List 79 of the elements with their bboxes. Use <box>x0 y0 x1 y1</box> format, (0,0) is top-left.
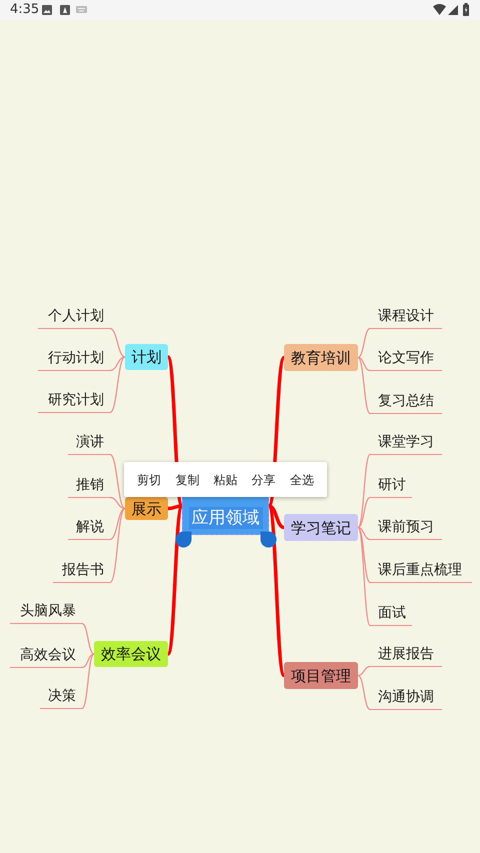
underlined-subtopic <box>68 518 110 540</box>
subtopic-text: 个人计划 <box>48 308 104 324</box>
subtopic-text: 决策 <box>48 688 76 704</box>
menu-button: 粘贴 <box>212 472 238 488</box>
topic-text: 计划 <box>132 348 162 366</box>
underlined-subtopic <box>370 561 472 583</box>
topic-text: 项目管理 <box>291 666 351 684</box>
subtopic-text: 进展报告 <box>378 646 434 662</box>
subtopic-connector <box>357 526 371 540</box>
underlined-subtopic <box>370 433 442 455</box>
underlined-subtopic <box>370 688 442 710</box>
subtopic-text: 头脑风暴 <box>20 603 76 619</box>
underlined-subtopic <box>38 307 110 329</box>
subtopic-text: 课程设计 <box>378 308 434 324</box>
menu-button: 复制 <box>174 472 200 488</box>
topic-box <box>284 514 358 541</box>
central-topic-text: 应用领域 <box>188 507 262 529</box>
subtopic-text: 面试 <box>378 605 406 621</box>
subtopic-text: 论文写作 <box>378 350 434 366</box>
underlined-subtopic <box>38 349 110 371</box>
subtopic-connector <box>357 454 371 528</box>
underlined-subtopic <box>10 646 82 668</box>
subtopic-connector <box>357 496 371 528</box>
subtopic-text: 课后重点梳理 <box>378 562 462 578</box>
subtopic-text: 研究计划 <box>48 392 104 408</box>
subtopic-connector <box>109 356 126 414</box>
subtopic-text: 复习总结 <box>378 393 434 409</box>
subtopic-connector <box>109 356 126 372</box>
subtopic-connector <box>357 674 371 710</box>
underlined-subtopic <box>370 349 442 371</box>
underlined-subtopic <box>370 518 442 540</box>
underlined-subtopic <box>370 392 442 414</box>
underlined-subtopic <box>38 391 110 413</box>
underlined-subtopic <box>68 433 110 455</box>
subtopic-text: 课前预习 <box>378 519 434 535</box>
topic-box <box>125 344 168 370</box>
topic-text: 展示 <box>132 500 162 518</box>
underlined-subtopic <box>370 645 442 667</box>
subtopic-text: 解说 <box>76 519 104 535</box>
topic-box <box>284 662 358 689</box>
subtopic-connector <box>109 508 126 540</box>
subtopic-text: 课堂学习 <box>378 434 434 450</box>
topic-text: 教育培训 <box>291 348 351 366</box>
subtopic-text: 报告书 <box>62 562 104 578</box>
subtopic-text: 行动计划 <box>48 350 104 366</box>
subtopic-text: 研讨 <box>378 477 406 493</box>
subtopic-connector <box>109 328 126 358</box>
subtopic-connector <box>81 653 95 710</box>
subtopic-connector <box>357 526 371 626</box>
topic-box <box>94 641 168 667</box>
subtopic-connector <box>109 496 126 510</box>
subtopic-connector <box>109 508 126 584</box>
subtopic-connector <box>357 666 371 676</box>
subtopic-text: 沟通协调 <box>378 689 434 705</box>
topic-text: 效率会议 <box>101 645 161 663</box>
subtopic-connector <box>357 328 371 358</box>
menu-button: 剪切 <box>136 472 162 488</box>
subtopic-connector <box>81 653 95 668</box>
subtopic-connector <box>357 356 371 372</box>
underlined-subtopic <box>370 476 412 498</box>
underlined-subtopic <box>68 476 110 498</box>
topic-box <box>284 344 358 371</box>
subtopic-text: 演讲 <box>76 434 104 450</box>
topic-text: 学习笔记 <box>291 518 351 536</box>
underlined-subtopic <box>10 602 82 624</box>
underlined-subtopic <box>370 604 412 626</box>
topic-box <box>125 497 168 520</box>
subtopic-text: 高效会议 <box>20 647 76 663</box>
underlined-subtopic <box>370 307 442 329</box>
status-time: 4:35 <box>10 2 40 18</box>
subtopic-connector <box>81 622 95 655</box>
subtopic-connector <box>109 454 126 510</box>
subtopic-connector <box>357 356 371 414</box>
underlined-subtopic <box>40 687 82 709</box>
menu-button: 分享 <box>250 472 277 488</box>
menu-button: 全选 <box>288 472 315 488</box>
subtopic-connector <box>357 526 371 584</box>
subtopic-text: 推销 <box>76 477 104 493</box>
underlined-subtopic <box>53 561 110 583</box>
